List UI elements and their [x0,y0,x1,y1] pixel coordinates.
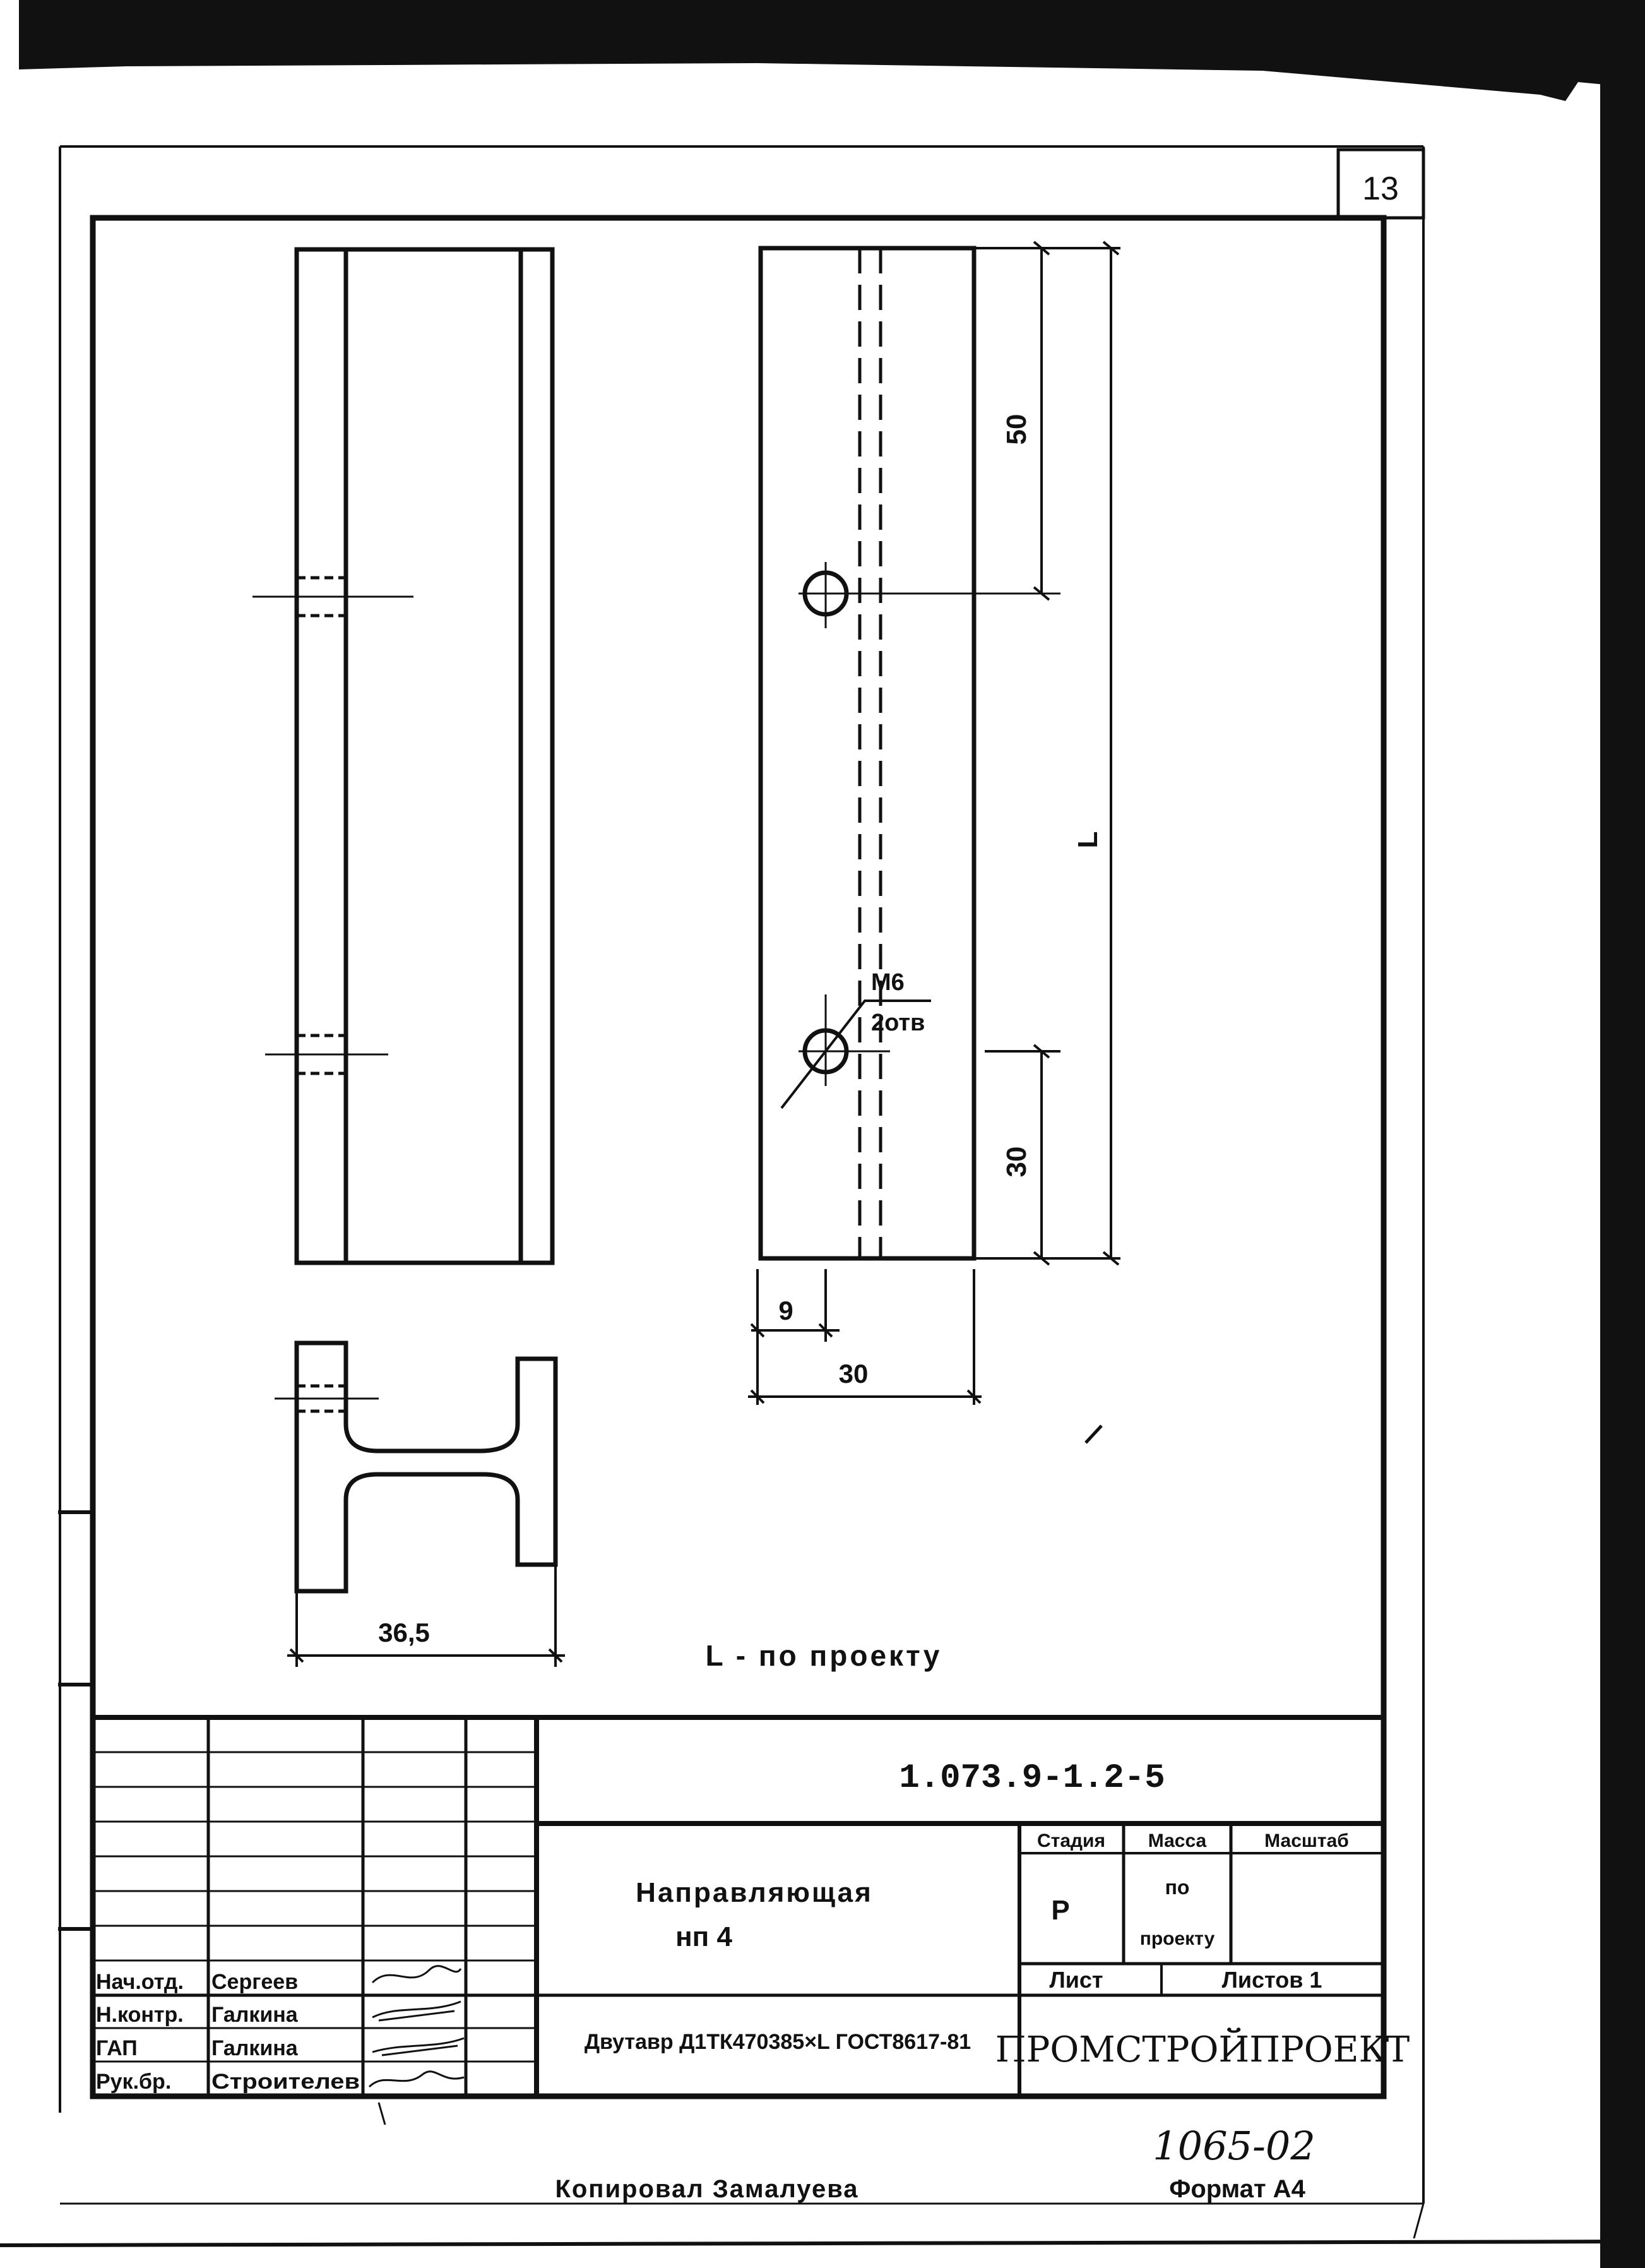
scan-bottom-edge [0,2240,1645,2247]
dimension-length: L [1072,832,1103,849]
dimension-section-width: 36,5 [378,1618,430,1647]
signature-role-3: ГАП [96,2036,138,2060]
sheet-format: Формат А4 [1169,2175,1305,2203]
part-title: Направляющая [636,1877,873,1908]
hole-thread-label: М6 [871,969,905,996]
outer-frame [59,145,1425,2239]
signature-role-2: Н.контр. [96,2003,184,2027]
material-spec: Двутавр Д1ТК470385×L ГОСТ8617-81 [585,2030,971,2054]
signature-role-4: Рук.бр. [96,2070,171,2094]
copied-by: Копировал Замалуева [555,2175,858,2203]
mass-header: Масса [1148,1830,1207,1851]
section-width-dimension-lines [287,1565,565,1667]
scan-stray-mark [1084,1424,1103,1444]
drawing-designation: 1.073.9-1.2-5 [899,1759,1165,1798]
vertical-dimensions [975,241,1120,1266]
handwritten-signatures [368,1965,465,2125]
dimension-bottom-offset: 30 [1001,1147,1032,1178]
signature-name-1: Сергеев [211,1970,298,1994]
organization-name: ПРОМСТРОЙПРОЕКТ [995,2027,1410,2070]
dimension-flange-width: 30 [839,1359,869,1388]
side-view-holes [252,576,413,1075]
side-view [294,247,555,1265]
signature-name-2: Галкина [211,2003,299,2027]
sheet-number: 13 [1362,170,1399,207]
sheet-label: Лист [1049,1967,1103,1993]
ibeam-section-hole [275,1384,379,1413]
scan-top-shadow [19,0,1645,101]
hole-callout-leader [780,1000,931,1109]
horizontal-dimensions [748,1269,982,1405]
sheets-count-label: Листов 1 [1222,1967,1322,1993]
stage-header: Стадия [1037,1830,1105,1851]
stage-value: Р [1051,1895,1069,1926]
front-view-holes [799,562,1060,1086]
part-code: нп 4 [675,1921,732,1952]
dimension-hole-offset: 9 [778,1296,793,1325]
ibeam-section [294,1340,558,1594]
dimension-top-offset: 50 [1001,414,1032,445]
scale-header: Масштаб [1264,1830,1349,1851]
hole-count-label: 2отв [871,1010,925,1036]
mass-value-line2: проекту [1140,1928,1215,1949]
mass-value-line1: по [1165,1876,1190,1899]
front-view [758,246,977,1261]
signature-name-4: Строителев [211,2070,360,2094]
scan-right-shadow [1600,0,1645,2268]
archive-number: 1065-02 [1153,2123,1315,2169]
margin-ticks [58,1510,93,1931]
signature-name-3: Галкина [211,2036,299,2060]
drawing-frame [90,215,1387,2099]
length-note: L - по проекту [706,1639,942,1672]
signature-role-1: Нач.отд. [96,1970,184,1994]
title-block-grid [93,1715,1384,2096]
